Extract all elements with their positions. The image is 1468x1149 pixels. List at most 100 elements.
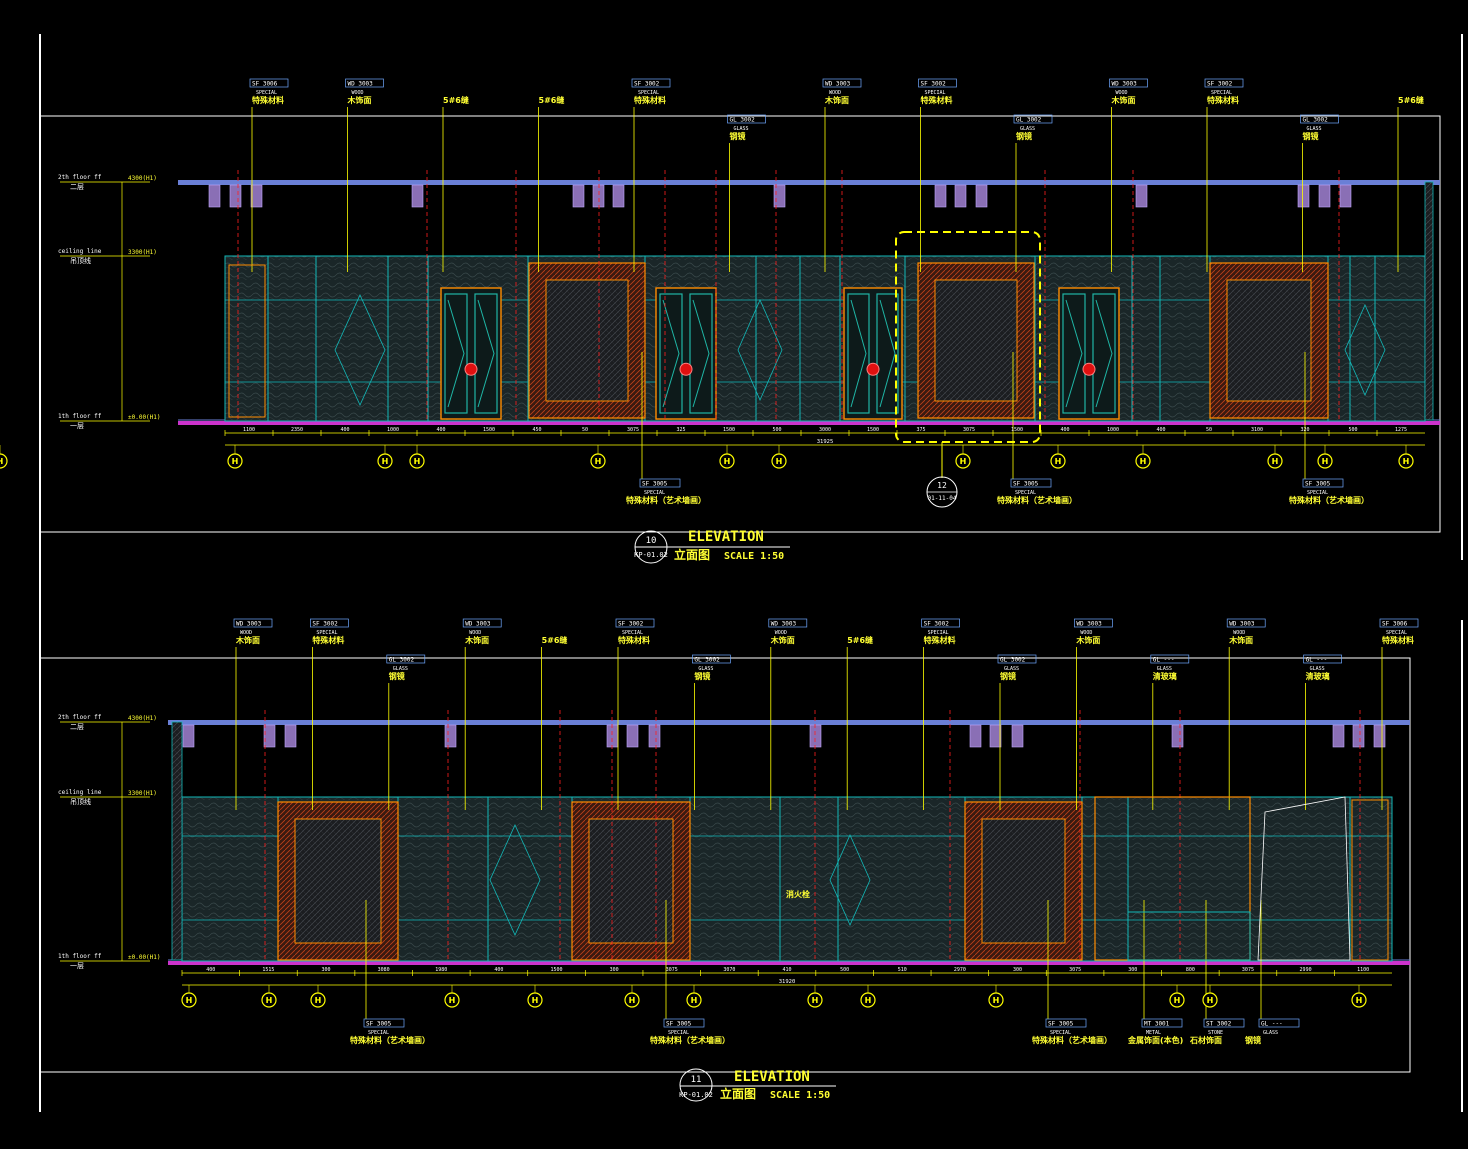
axis-bubble [409, 453, 425, 469]
callout-code: WD 3003 [825, 81, 851, 88]
axis-label: H [993, 996, 1000, 1005]
axis-label: H [532, 996, 539, 1005]
axis-bubble [988, 992, 1004, 1008]
callout-cn: 木饰面 [1111, 95, 1136, 105]
axis-bubble [310, 992, 326, 1008]
callout-code-box [997, 654, 1037, 664]
axis-label: H [1055, 457, 1062, 466]
downlight [250, 184, 263, 208]
diamond-inlay [829, 834, 871, 926]
dimension-value: 1000 [1107, 427, 1119, 433]
callout-cn: 特殊材料（艺术墙画） [997, 495, 1077, 505]
door-ornament [662, 299, 680, 408]
callout-en: SPECIAL [1386, 630, 1407, 636]
callout-code: SF 3005 [1048, 1021, 1074, 1028]
callout-en: SPECIAL [256, 90, 277, 96]
callout-en: GLASS [1004, 666, 1019, 672]
callout-code-box [1045, 1018, 1087, 1028]
callout-cn: 特殊材料 [312, 635, 344, 645]
angled-panel [1257, 796, 1351, 961]
door-ornament [850, 299, 867, 408]
axis-bubble [1351, 992, 1367, 1008]
callout-cn: 钢镜 [694, 671, 710, 681]
downlight [263, 724, 276, 748]
downlight [626, 724, 639, 748]
ref-number-11: 11 [691, 1075, 702, 1085]
elevation-title-11: ELEVATION [734, 1069, 810, 1085]
callout-code-box [345, 78, 384, 88]
dimension-value: 1515 [262, 967, 274, 973]
callout-code-box [822, 78, 862, 88]
axis-label: H [232, 457, 239, 466]
dimension-value: 300 [610, 967, 619, 973]
downlight [1011, 724, 1024, 748]
callout-code: SF 3006 [1382, 621, 1408, 628]
dimension-value: 500 [1348, 427, 1357, 433]
dimension-value: 375 [916, 427, 925, 433]
door-leaf [876, 293, 899, 414]
axis-bubble [527, 992, 543, 1008]
callout-code-box [921, 618, 960, 628]
dimension-value: 410 [782, 967, 791, 973]
dimension-value: 1000 [387, 427, 399, 433]
axis-bubble [624, 992, 640, 1008]
callout-en: SPECIAL [928, 630, 949, 636]
title-block-10: 10 KP-01.02 ELEVATION 立面图 SCALE 1:50 [634, 529, 790, 564]
dimension-value: 500 [772, 427, 781, 433]
dimension-value: 3075 [1242, 967, 1254, 973]
callout-en: SPECIAL [1211, 90, 1232, 96]
callout-code: SF 3005 [666, 1021, 692, 1028]
downlight [229, 184, 242, 208]
title-block-11: 11 KP-01.02 ELEVATION 立面图 SCALE 1:50 [679, 1068, 836, 1102]
callout-cn: 木饰面 [235, 635, 260, 645]
door-leaf [847, 293, 870, 414]
callout-en: SPECIAL [316, 630, 337, 636]
door-ornament [692, 299, 710, 408]
callout-code-box [249, 78, 289, 88]
door-knob [464, 362, 478, 376]
dimension-value: 1275 [1395, 427, 1407, 433]
ceiling-slab [178, 180, 1440, 185]
dimension-value: 3000 [819, 427, 831, 433]
axis-bubble [1169, 992, 1185, 1008]
axis-bubble [1050, 453, 1066, 469]
callout-code-box [1141, 1018, 1183, 1028]
downlight [284, 724, 297, 748]
callout-cn: 金属饰面(本色) [1127, 1035, 1183, 1045]
axis-bubble [261, 992, 277, 1008]
dimension-value: 450 [532, 427, 541, 433]
callout-code: GL 3002 [1016, 117, 1042, 124]
axis-bubble [686, 992, 702, 1008]
end-wall-section [171, 721, 183, 961]
axis-label: H [960, 457, 967, 466]
art-panel-inner [545, 279, 629, 402]
callout-code: WD 3003 [348, 81, 374, 88]
axis-bubble [444, 992, 460, 1008]
door-leaf [444, 293, 468, 414]
callout-code: GL 3002 [730, 117, 756, 124]
callout-cn: 特殊材料 [921, 95, 953, 105]
dimension-value: 500 [840, 967, 849, 973]
callout-code: SF 3005 [642, 481, 668, 488]
callout-code: GL 3002 [1000, 657, 1026, 664]
art-panel-inner [934, 279, 1018, 402]
art-panel-inner [1226, 279, 1312, 402]
downlight [1373, 724, 1386, 748]
art-panel-inner [981, 818, 1066, 944]
callout-cn: 特殊材料 [252, 95, 284, 105]
callout-en: SPECIAL [638, 90, 659, 96]
downlight [1135, 184, 1148, 208]
callout-cn: 特殊材料（艺术墙画） [350, 1035, 430, 1045]
axis-bubble [1267, 453, 1283, 469]
downlight [1332, 724, 1345, 748]
downlight [606, 724, 619, 748]
dimension-value: 400 [436, 427, 445, 433]
level-elevation: ±0.00(H1) [128, 954, 161, 961]
callout-code-box [631, 78, 671, 88]
callout-cn: 钢镜 [1245, 1035, 1261, 1045]
callout-en: GLASS [1307, 126, 1322, 132]
dimension-value: 1100 [243, 427, 255, 433]
callout-cn: 5#6缝 [1398, 95, 1424, 105]
axis-bubble [1398, 453, 1414, 469]
